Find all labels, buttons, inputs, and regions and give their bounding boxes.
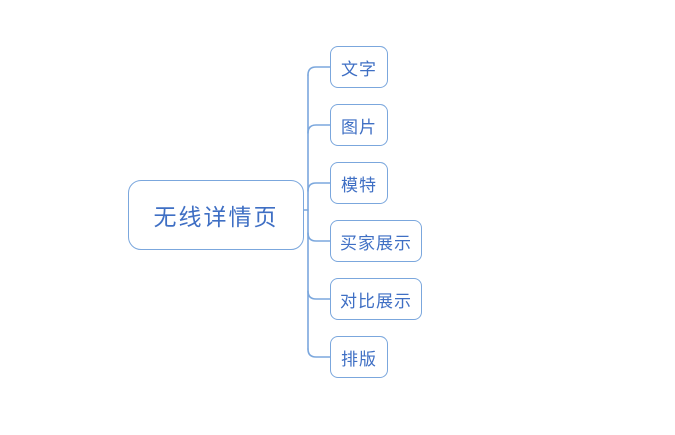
connector-branch-3 xyxy=(307,232,331,242)
connector-branch-2 xyxy=(307,182,331,192)
child-node-6[interactable]: 排版 xyxy=(330,336,388,378)
child-node-3-label: 模特 xyxy=(341,175,377,195)
child-node-3[interactable]: 模特 xyxy=(330,162,388,204)
root-node[interactable]: 无线详情页 xyxy=(128,180,304,250)
connector-branch-1 xyxy=(307,124,331,134)
child-node-4[interactable]: 买家展示 xyxy=(330,220,422,262)
child-node-5[interactable]: 对比展示 xyxy=(330,278,422,320)
child-node-2-label: 图片 xyxy=(341,117,377,137)
child-node-1[interactable]: 文字 xyxy=(330,46,388,88)
child-node-4-label: 买家展示 xyxy=(340,233,412,253)
root-node-label: 无线详情页 xyxy=(153,204,279,230)
child-node-1-label: 文字 xyxy=(341,59,377,79)
connector-branch-4 xyxy=(307,290,331,300)
child-node-2[interactable]: 图片 xyxy=(330,104,388,146)
child-node-6-label: 排版 xyxy=(341,349,377,369)
child-node-5-label: 对比展示 xyxy=(340,291,412,311)
connector-branch-0 xyxy=(307,66,331,76)
connector-branch-5 xyxy=(307,348,331,358)
